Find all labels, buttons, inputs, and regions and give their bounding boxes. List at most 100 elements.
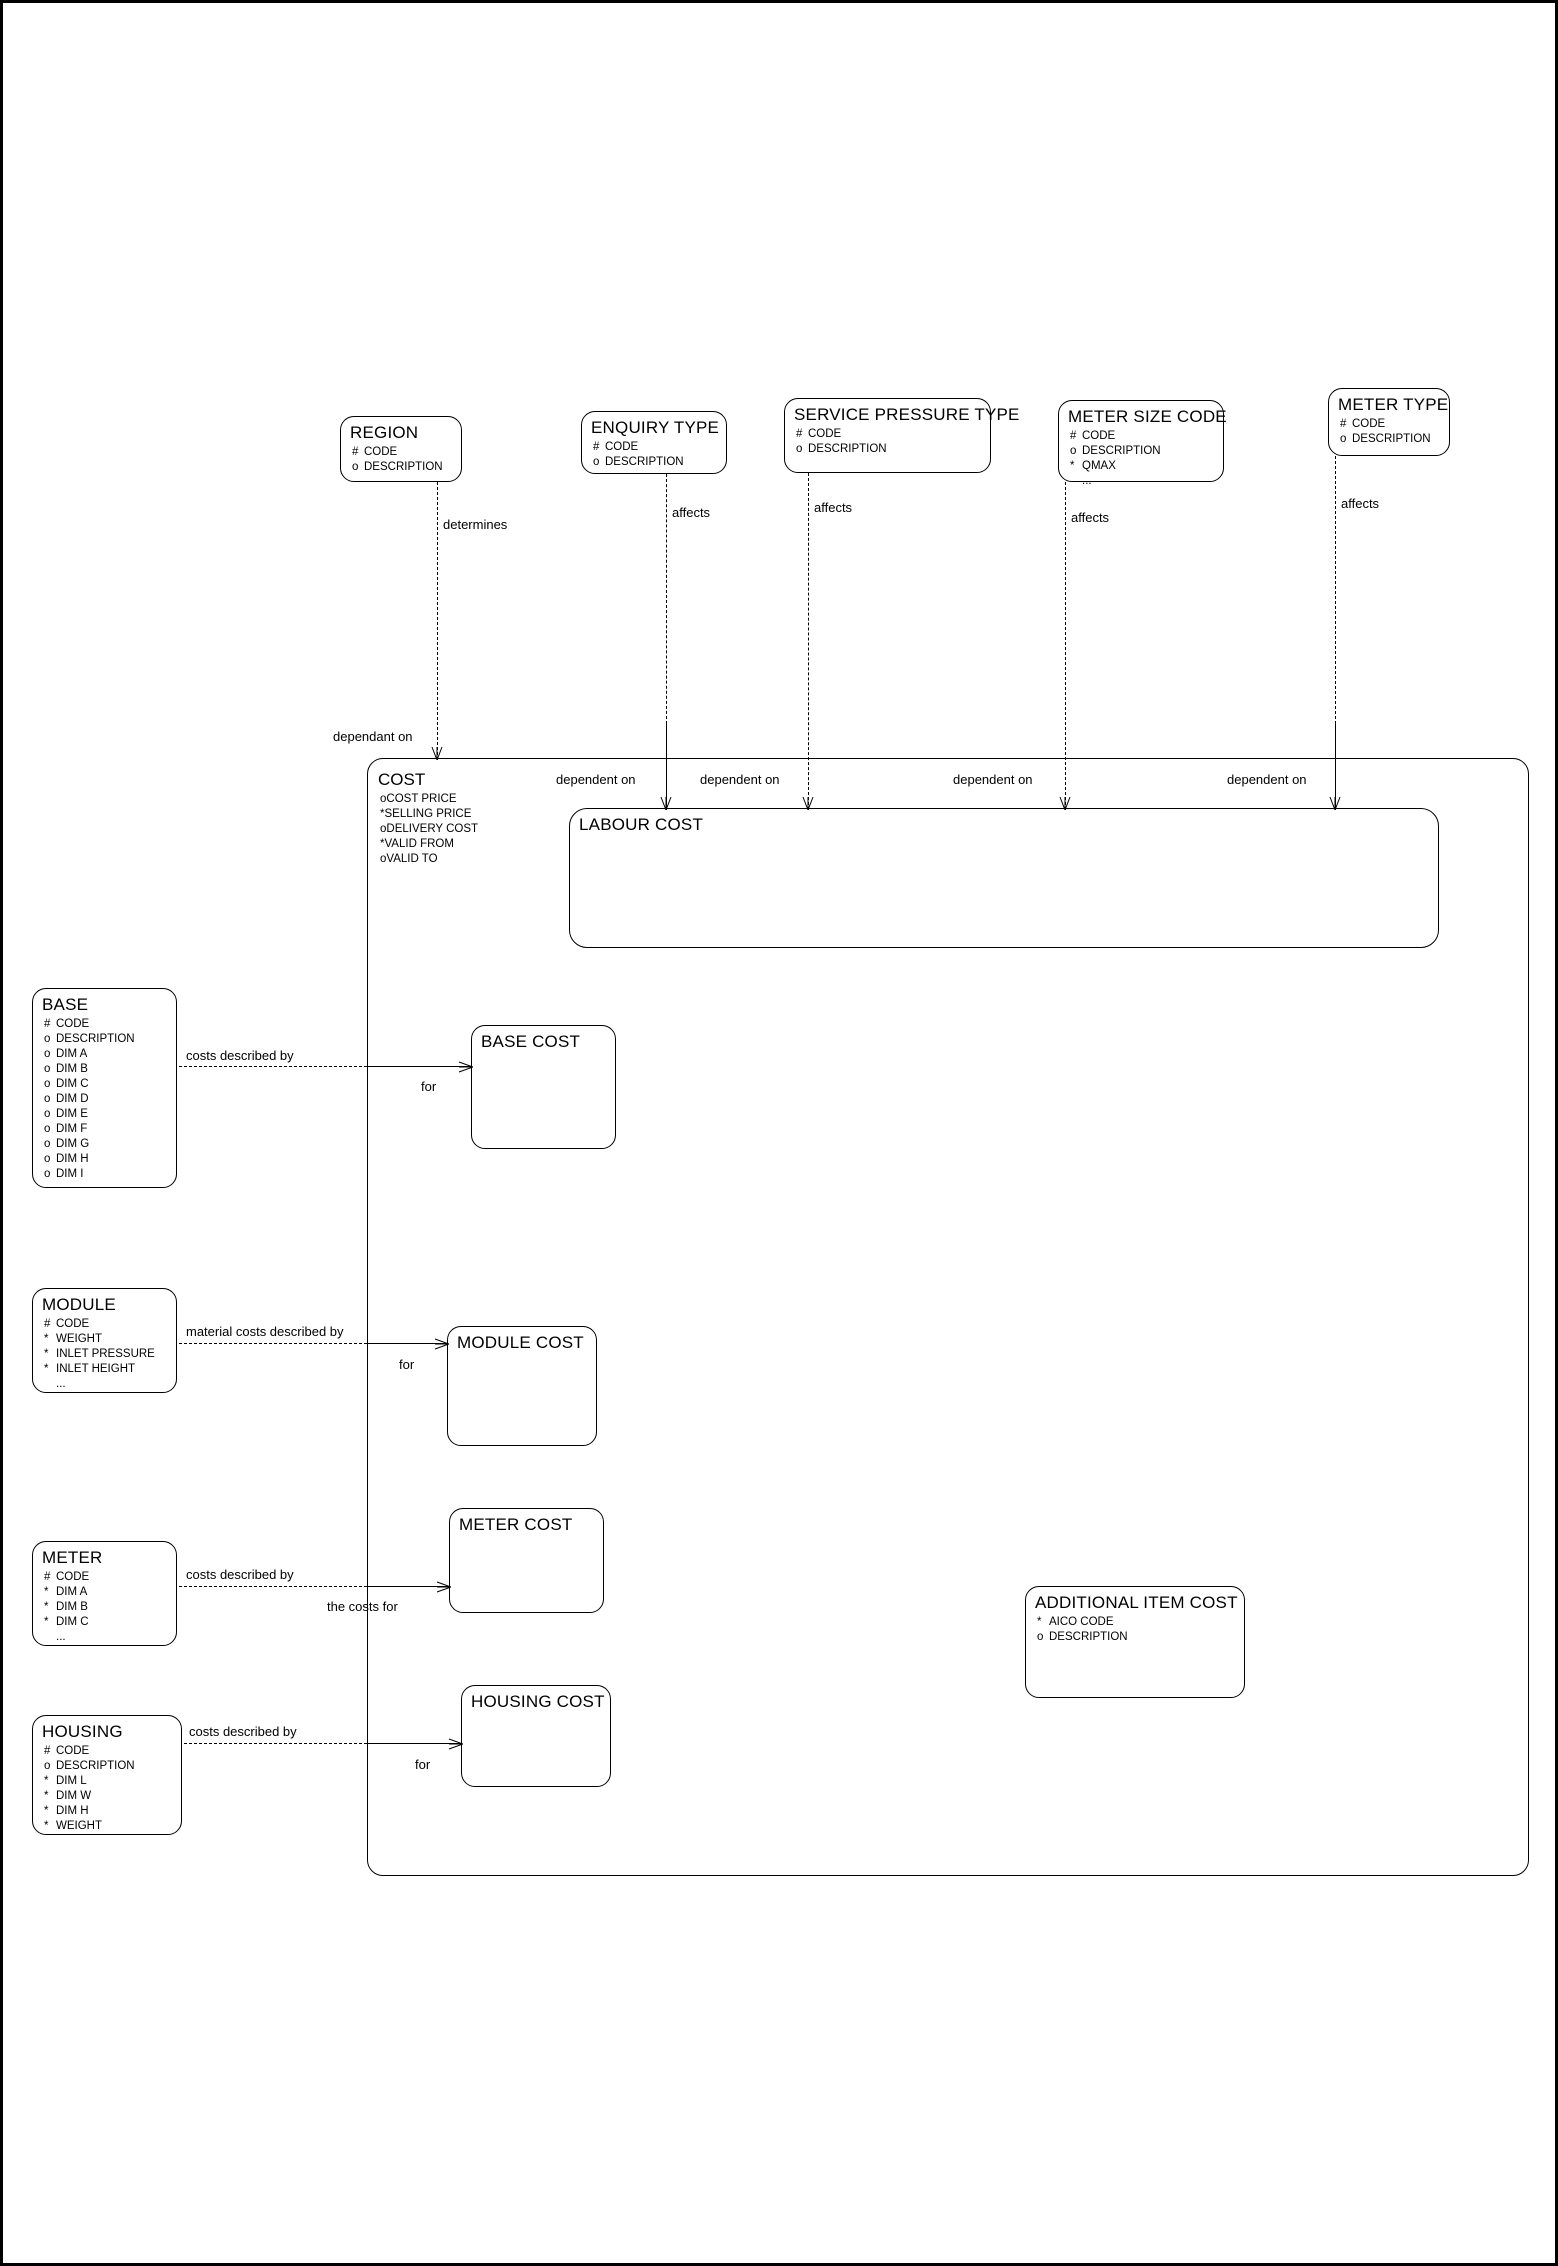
connector-spine-to-housing-cost <box>367 1743 461 1744</box>
attribute-row: o DIM C <box>44 1077 167 1092</box>
attribute-marker: o <box>44 1759 51 1772</box>
entity-meter-type-name: METER TYPE <box>1338 395 1449 414</box>
relationship-label-costs-described-by-meter: costs described by <box>186 1567 294 1582</box>
entity-cost-attributes: oCOST PRICE *SELLING PRICE oDELIVERY COS… <box>380 792 478 867</box>
relationship-label-for-module: for <box>399 1357 415 1372</box>
entity-housing-name: HOUSING <box>42 1722 123 1741</box>
attribute-label: CODE <box>56 1317 90 1330</box>
attribute-row: *DIM L <box>44 1774 172 1789</box>
connector-pressure-to-labour <box>808 473 809 810</box>
entity-module-cost[interactable]: MODULE COST <box>447 1326 597 1446</box>
connector-spine-to-base-cost <box>367 1066 471 1067</box>
relationship-label-dependent-on-enquiry: dependent on <box>556 772 636 787</box>
attribute-marker: * <box>44 1804 49 1817</box>
attribute-row: oVALID TO <box>380 852 478 867</box>
attribute-label: ... <box>56 1377 66 1390</box>
attribute-marker: o <box>352 460 359 473</box>
attribute-label: DIM H <box>56 1804 89 1817</box>
attribute-marker: o <box>380 822 387 835</box>
attribute-marker: o <box>1340 432 1347 445</box>
entity-housing-cost[interactable]: HOUSING COST <box>461 1685 611 1787</box>
crowsfoot-icon <box>447 1736 463 1750</box>
attribute-label: DIM L <box>56 1774 87 1787</box>
connector-housing-to-spine <box>184 1743 367 1744</box>
attribute-marker: o <box>44 1062 51 1075</box>
connector-spine-to-module-cost <box>367 1343 447 1344</box>
entity-cost-label-block: COST oCOST PRICE *SELLING PRICE oDELIVER… <box>378 770 478 867</box>
connector-region-to-cost <box>437 482 438 760</box>
attribute-row: #CODE <box>593 440 717 455</box>
attribute-label: DESCRIPTION <box>1352 432 1431 445</box>
crowsfoot-icon <box>457 1059 473 1073</box>
relationship-label-material-costs-described-by: material costs described by <box>186 1324 344 1339</box>
attribute-label: DESCRIPTION <box>808 442 887 455</box>
attribute-marker: # <box>1070 429 1077 442</box>
connector-meter-to-spine <box>179 1586 367 1587</box>
attribute-row: *WEIGHT <box>44 1819 172 1834</box>
entity-additional-item-cost-name: ADDITIONAL ITEM COST <box>1035 1593 1238 1612</box>
connector-base-to-spine <box>179 1066 367 1067</box>
connector-cost-left-spine <box>367 778 368 1838</box>
attribute-label: DESCRIPTION <box>605 455 684 468</box>
relationship-label-affects-metersize: affects <box>1071 510 1110 525</box>
attribute-label: ... <box>1082 474 1092 487</box>
attribute-marker: # <box>352 445 359 458</box>
entity-base-cost[interactable]: BASE COST <box>471 1025 616 1149</box>
entity-meter-cost[interactable]: METER COST <box>449 1508 604 1613</box>
attribute-marker: * <box>44 1615 49 1628</box>
attribute-marker: o <box>44 1077 51 1090</box>
attribute-marker: * <box>44 1600 49 1613</box>
attribute-label: WEIGHT <box>56 1332 102 1345</box>
connector-metertype-to-labour-lower <box>1335 724 1336 810</box>
attribute-row: * DIM H <box>44 1804 172 1819</box>
attribute-marker: * <box>380 807 385 820</box>
attribute-label: QMAX <box>1082 459 1116 472</box>
relationship-label-for-housing: for <box>415 1757 431 1772</box>
attribute-marker: o <box>44 1047 51 1060</box>
attribute-row: *VALID FROM <box>380 837 478 852</box>
relationship-label-for-base: for <box>421 1079 437 1094</box>
attribute-marker: o <box>44 1167 51 1180</box>
attribute-label: ... <box>56 1630 66 1643</box>
attribute-marker: o <box>380 852 387 865</box>
attribute-label: DIM C <box>56 1077 89 1090</box>
attribute-marker: # <box>593 440 600 453</box>
relationship-label-affects-enquiry: affects <box>672 505 711 520</box>
attribute-row: *WEIGHT <box>44 1332 167 1347</box>
crowsfoot-icon <box>435 1579 451 1593</box>
entity-meter[interactable]: METER #CODE *DIM A *DIM B *DIM C ... <box>32 1541 177 1646</box>
relationship-label-dependent-on-metertype: dependent on <box>1227 772 1307 787</box>
attribute-marker: o <box>44 1137 51 1150</box>
entity-labour-cost[interactable]: LABOUR COST <box>569 808 1439 948</box>
entity-module[interactable]: MODULE #CODE *WEIGHT *INLET PRESSURE *IN… <box>32 1288 177 1393</box>
attribute-label: DIM C <box>56 1615 89 1628</box>
attribute-marker: o <box>380 792 387 805</box>
attribute-label: INLET HEIGHT <box>56 1362 136 1375</box>
attribute-label: CODE <box>56 1017 90 1030</box>
attribute-row: #CODE <box>44 1017 167 1032</box>
entity-housing-cost-name: HOUSING COST <box>471 1692 605 1711</box>
attribute-marker: # <box>44 1570 51 1583</box>
relationship-label-dependant-on: dependant on <box>333 729 413 744</box>
attribute-label: DESCRIPTION <box>364 460 443 473</box>
attribute-marker: * <box>44 1819 49 1832</box>
attribute-marker: o <box>1037 1630 1044 1643</box>
attribute-label: DIM I <box>56 1167 84 1180</box>
entity-labour-cost-name: LABOUR COST <box>579 815 704 834</box>
